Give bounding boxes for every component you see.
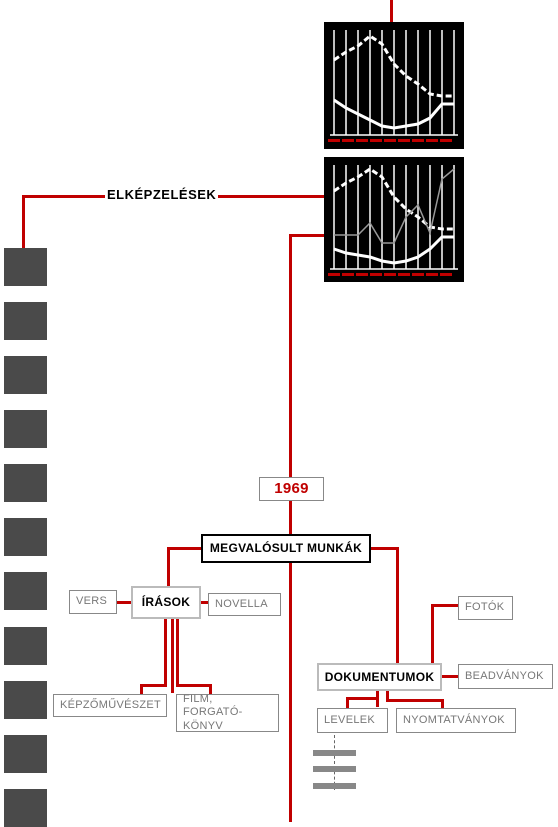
kepzomuveszet-box[interactable]: KÉPZŐMŰVÉSZET (53, 694, 167, 717)
nyomtat-down (441, 699, 444, 709)
document-stub-bar (313, 750, 356, 756)
document-stub-bar (313, 766, 356, 772)
nyomtat-vertical (386, 691, 389, 702)
nyomtatvanyok-box[interactable]: NYOMTATVÁNYOK (396, 708, 516, 733)
graph-thumbnail-1[interactable] (324, 22, 464, 149)
levelek-down (346, 697, 349, 709)
film-forgatokonyv-box[interactable]: FILM, FORGATÓ-KÖNYV (176, 693, 279, 732)
top-connector (390, 0, 393, 22)
irasok-vertical (167, 547, 170, 587)
graph-thumbnail-2[interactable] (324, 157, 464, 282)
levelek-box[interactable]: LEVELEK (317, 708, 388, 733)
novella-box[interactable]: NOVELLA (208, 593, 281, 616)
fotok-box[interactable]: FOTÓK (458, 596, 513, 620)
image-tile[interactable] (4, 464, 47, 502)
levelek-horizontal (346, 697, 379, 700)
kepzo-horizontal (140, 684, 167, 687)
fotok-vertical (431, 604, 434, 665)
vers-connector (116, 601, 132, 604)
film-horizontal (176, 684, 212, 687)
beadvanyok-box[interactable]: BEADVÁNYOK (458, 664, 553, 689)
year-box[interactable]: 1969 (259, 477, 324, 501)
image-tile[interactable] (4, 681, 47, 719)
image-tile[interactable] (4, 356, 47, 394)
dokumentumok-vertical (396, 547, 399, 664)
vers-box[interactable]: VERS (69, 590, 117, 614)
elkepzelesek-label[interactable]: ELKÉPZELÉSEK (105, 187, 219, 202)
image-tile[interactable] (4, 518, 47, 556)
beadvanyok-connector (441, 675, 458, 678)
image-tile[interactable] (4, 627, 47, 665)
levelek-dashed-stub (334, 735, 335, 790)
megvalosult-munkak-box[interactable]: MEGVALÓSULT MUNKÁK (201, 534, 371, 563)
kepzo-down (140, 684, 143, 694)
image-tile[interactable] (4, 735, 47, 773)
irasok-box[interactable]: ÍRÁSOK (131, 586, 201, 619)
nyomtat-horizontal (386, 699, 444, 702)
film-vertical-a (171, 619, 174, 693)
image-tile[interactable] (4, 248, 47, 286)
graph2-horizontal-connector (289, 234, 325, 237)
fotok-horizontal (431, 604, 458, 607)
image-tile[interactable] (4, 572, 47, 610)
document-stub-bar (313, 783, 356, 789)
left-vertical-connector (22, 195, 25, 250)
main-trunk (289, 234, 292, 822)
film-vertical-b (176, 619, 179, 687)
film-down (209, 684, 212, 694)
image-tile[interactable] (4, 789, 47, 827)
kepzo-vertical (164, 619, 167, 687)
dokumentumok-box[interactable]: DOKUMENTUMOK (317, 663, 442, 691)
novella-connector (200, 601, 209, 604)
image-tile[interactable] (4, 410, 47, 448)
image-tile[interactable] (4, 302, 47, 340)
